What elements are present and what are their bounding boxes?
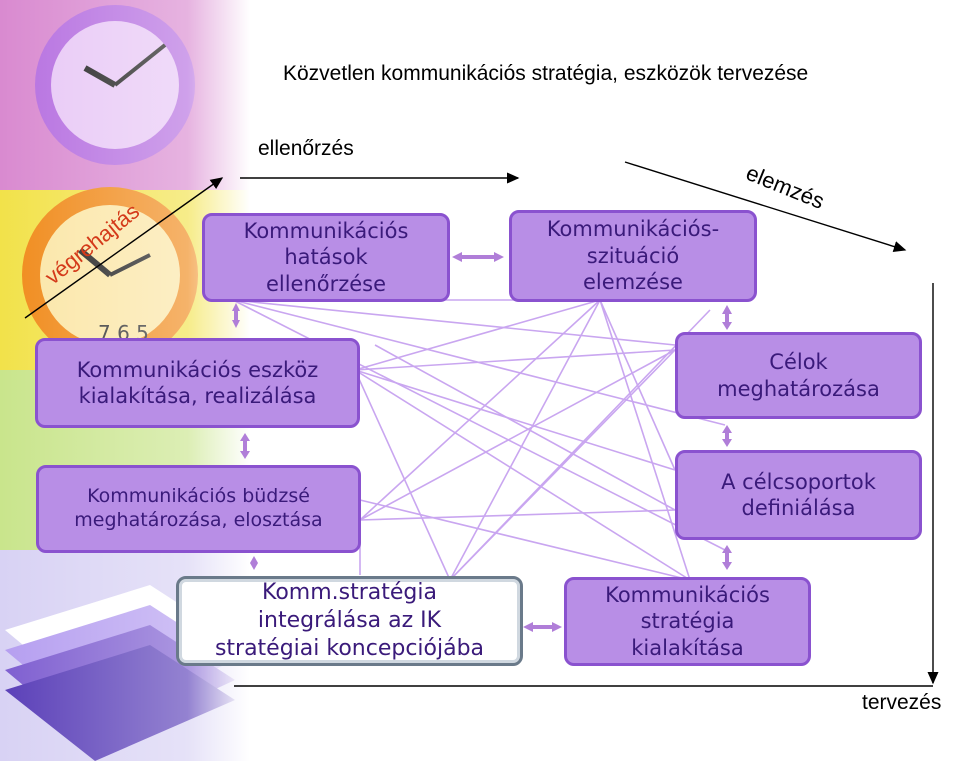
box-hatasok-text: Kommunikációs hatások ellenőrzése: [243, 218, 409, 296]
box-budzse-text: Kommunikációs büdzsé meghatározása, elos…: [74, 485, 323, 531]
label-ellenorzes: ellenőrzés: [258, 137, 354, 160]
box-celok-text: Célok meghatározása: [717, 350, 880, 401]
box-celcsoport-text: A célcsoportok definiálása: [721, 469, 876, 520]
box-strategia-integralasa: Komm.stratégia integrálása az IK stratég…: [176, 576, 523, 666]
box-connector-arrows: [232, 252, 732, 632]
label-tervezes: tervezés: [862, 691, 942, 714]
box-szituacio-elemzese: Kommunikációs- szituáció elemzése: [509, 210, 757, 302]
page-title: Közvetlen kommunikációs stratégia, eszkö…: [283, 62, 809, 85]
box-celok-meghatarozasa: Célok meghatározása: [675, 332, 922, 419]
cycle-arrows: [24, 161, 939, 687]
box-kialakitas-text: Kommunikációs stratégia kialakítása: [605, 582, 770, 660]
box-strategia-kialakitasa: Kommunikációs stratégia kialakítása: [564, 577, 811, 666]
box-hatasok-ellenorzese: Kommunikációs hatások ellenőrzése: [202, 213, 450, 302]
interconnection-web: [232, 299, 726, 581]
box-eszkoz-kialakitasa: Kommunikációs eszköz kialakítása, realiz…: [35, 338, 360, 428]
box-budzse-meghatarozasa: Kommunikációs büdzsé meghatározása, elos…: [36, 465, 361, 553]
box-celcsoportok-definialasa: A célcsoportok definiálása: [675, 450, 922, 540]
box-szituacio-text: Kommunikációs- szituáció elemzése: [546, 217, 720, 295]
box-integralas-text: Komm.stratégia integrálása az IK stratég…: [214, 580, 485, 661]
box-eszkoz-text: Kommunikációs eszköz kialakítása, realiz…: [76, 357, 319, 408]
